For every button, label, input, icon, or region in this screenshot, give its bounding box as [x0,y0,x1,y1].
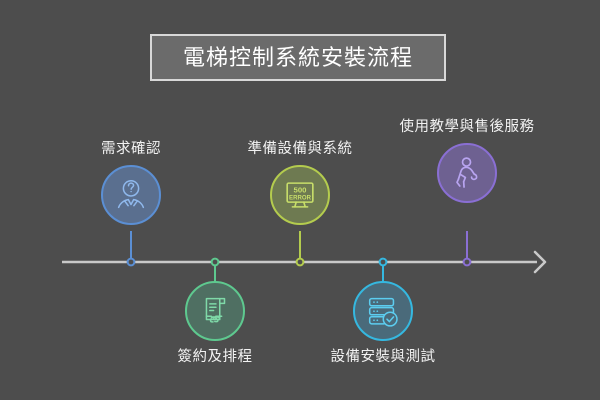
timeline-node-3-circle[interactable]: 500 ERROR [270,165,330,226]
timeline-node-5-circle[interactable] [437,143,497,204]
timeline-marker [210,257,220,267]
timeline-node-5[interactable]: 使用教學與售後服務 [387,118,547,204]
page-title-box: 電梯控制系統安裝流程 [150,34,446,81]
timeline-node-3[interactable]: 準備設備與系統 500 ERROR [220,140,380,226]
timeline-marker [378,257,388,267]
timeline-marker [295,257,305,267]
timeline-arrow-icon [533,250,547,274]
timeline-marker [462,257,472,267]
monitor-error-text: ERROR [289,195,312,202]
person-question-icon [117,180,145,209]
timeline-node-2[interactable]: 簽約及排程 [135,281,295,367]
timeline-node-1-label: 需求確認 [101,141,161,157]
timeline-node-1[interactable]: 需求確認 [51,140,211,226]
timeline-node-3-label: 準備設備與系統 [247,141,353,157]
timeline-node-1-circle[interactable] [101,165,161,226]
person-walking-icon [456,157,478,189]
timeline-node-5-label: 使用教學與售後服務 [399,119,535,135]
timeline-node-4-label: 設備安裝與測試 [330,349,436,365]
server-check-icon [368,297,398,327]
contract-handshake-icon [205,297,226,323]
monitor-500-error-icon: 500 ERROR [286,182,314,208]
timeline-node-2-circle[interactable] [185,281,245,341]
timeline-node-2-label: 簽約及排程 [177,349,253,365]
timeline-marker [126,257,136,267]
timeline-node-4[interactable]: 設備安裝與測試 [303,281,463,367]
monitor-code-text: 500 [294,186,307,195]
timeline-node-4-circle[interactable] [353,281,413,341]
page-title: 電梯控制系統安裝流程 [182,44,413,70]
